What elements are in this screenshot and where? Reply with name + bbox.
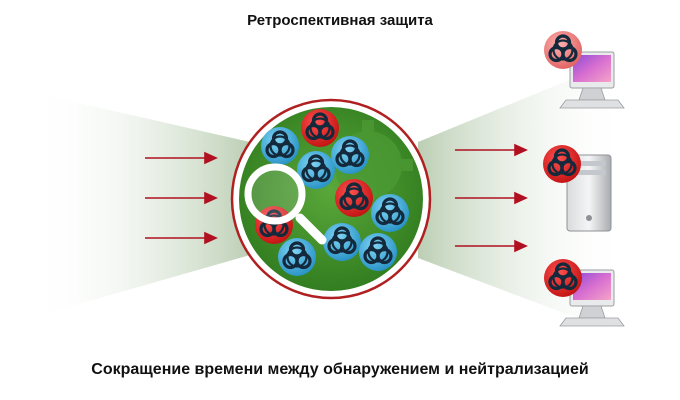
input-arrows (145, 151, 218, 245)
biohazard-icon (323, 223, 361, 261)
biohazard-icon (544, 31, 582, 69)
biohazard-icon (297, 151, 335, 189)
magnifier-icon (244, 163, 327, 245)
output-arrows (455, 143, 528, 253)
server-endpoint (543, 145, 612, 232)
biohazard-icon (335, 179, 373, 217)
diagram-caption: Сокращение времени между обнаружением и … (91, 361, 589, 378)
computer-endpoint-bottom (544, 259, 625, 327)
input-beam (30, 92, 250, 318)
biohazard-icon (544, 259, 582, 297)
diagram-title: Ретроспективная защита (247, 12, 433, 29)
biohazard-icon (359, 233, 397, 271)
biohazard-icon (301, 109, 339, 147)
biohazard-icon (261, 127, 299, 165)
biohazard-icon (331, 136, 369, 174)
biohazard-icon (543, 145, 581, 183)
computer-endpoint-top (544, 31, 625, 109)
biohazard-icon (371, 194, 409, 232)
biohazard-icon (278, 238, 316, 276)
computer-icon (559, 51, 625, 109)
